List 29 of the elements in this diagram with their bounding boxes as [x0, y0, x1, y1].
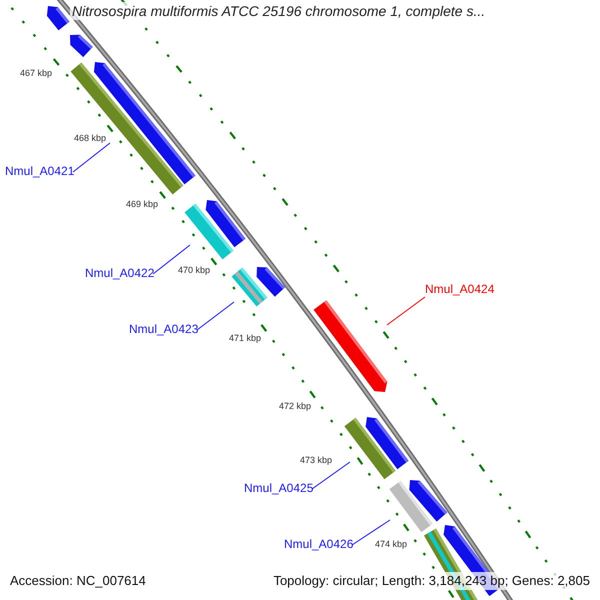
gene-feature	[70, 34, 93, 58]
position-label: 471 kbp	[229, 333, 262, 343]
gene-label: Nmul_A0422	[85, 266, 153, 280]
leader-line	[352, 520, 390, 546]
gene-label: Nmul_A0423	[129, 322, 197, 336]
gene-feature	[409, 480, 448, 522]
gene-label: Nmul_A0425	[244, 481, 312, 495]
genome-summary-text: Topology: circular; Length: 3,184,243 bp; Genes: 2,805	[271, 572, 592, 590]
position-label: 472 kbp	[279, 401, 312, 411]
position-label: 467 kbp	[20, 68, 52, 78]
gene-label: Nmul_A0426	[284, 537, 352, 551]
gene-feature	[206, 200, 246, 248]
position-label: 470 kbp	[178, 265, 210, 275]
leader-line	[386, 296, 426, 326]
gene-feature	[366, 417, 409, 470]
position-label: 474 kbp	[375, 539, 408, 549]
position-label: 473 kbp	[300, 455, 332, 465]
leader-line	[196, 302, 234, 330]
leader-line	[312, 462, 350, 490]
leader-line	[72, 142, 110, 172]
leader-line	[152, 244, 190, 274]
gene-feature	[314, 300, 388, 392]
position-label: 468 kbp	[74, 133, 106, 143]
gene-feature	[94, 62, 196, 184]
gene-label: Nmul_A0421	[5, 164, 73, 178]
position-label: 469 kbp	[126, 199, 158, 209]
gene-label: Nmul_A0424	[425, 282, 493, 296]
gene-feature	[46, 6, 70, 30]
gene-feature	[256, 267, 286, 297]
